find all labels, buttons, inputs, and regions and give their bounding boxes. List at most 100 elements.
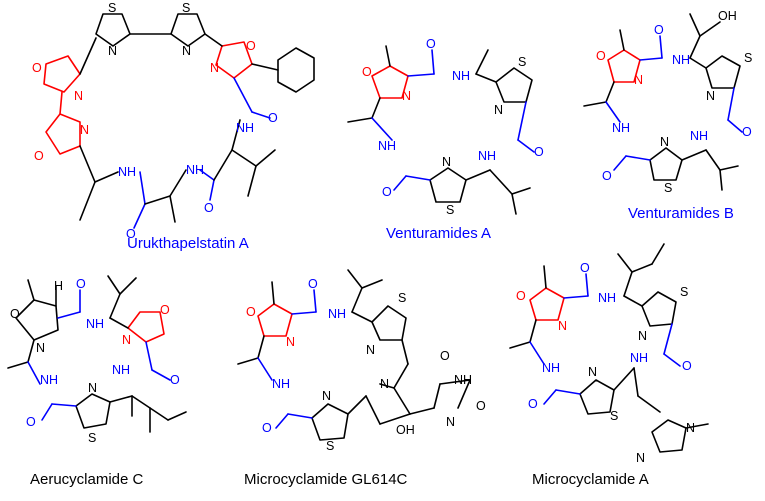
atom-label: OH xyxy=(718,9,737,23)
thiazole-ring xyxy=(429,167,467,203)
atom-label: O xyxy=(268,111,278,125)
atom-label: O xyxy=(516,289,526,303)
oxazoline-ring xyxy=(15,299,59,341)
atom-label: NH xyxy=(690,129,708,143)
caption-microcyclamide-a: Microcyclamide A xyxy=(532,471,649,488)
atom-label: N xyxy=(660,135,669,149)
atom-label: O xyxy=(262,421,272,435)
caption-aerucyclamide-c: Aerucyclamide C xyxy=(30,471,144,488)
atom-label: NH xyxy=(272,377,290,391)
atom-label: N xyxy=(182,44,191,58)
oxazole-ring xyxy=(371,65,409,99)
caption-urukthapelstatin-a: Urukthapelstatin A xyxy=(127,235,249,252)
atom-label: O xyxy=(382,185,392,199)
atom-label: NH xyxy=(454,373,472,387)
molecule-microcyclamide-a: O N O NH S N O NH N S N N O NH Microcycl… xyxy=(509,243,709,488)
atom-label: O xyxy=(742,125,752,139)
atom-label: S xyxy=(664,181,672,195)
atom-label: O xyxy=(34,149,44,163)
caption-venturamides-b: Venturamides B xyxy=(628,205,734,222)
atom-label: N xyxy=(588,365,597,379)
thiazole-ring xyxy=(95,13,131,47)
atom-label: O xyxy=(654,23,664,37)
molecule-urukthapelstatin-a: S N S N O N O N N O NH O NH O NH O Urukt… xyxy=(32,1,315,252)
atom-label: H xyxy=(54,279,63,293)
atom-label: O xyxy=(580,261,590,275)
atom-label: S xyxy=(518,55,526,69)
atom-label: S xyxy=(182,1,190,15)
atom-label: O xyxy=(476,399,486,413)
thiazole-ring xyxy=(371,305,407,341)
atom-label: N xyxy=(366,343,375,357)
molecule-microcyclamide-gl614c: O N O NH S N O N NH O N OH N S O NH Micr… xyxy=(237,269,486,488)
atom-label: S xyxy=(326,439,334,453)
atom-label: NH xyxy=(542,361,560,375)
oxazole-ring xyxy=(215,41,253,79)
atom-label: S xyxy=(744,51,752,65)
atom-label: NH xyxy=(186,163,204,177)
atom-label: NH xyxy=(672,53,690,67)
atom-label: O xyxy=(426,37,436,51)
atom-label: N xyxy=(74,89,83,103)
atom-label: NH xyxy=(478,149,496,163)
atom-label: O xyxy=(308,277,318,291)
thiazole-ring xyxy=(649,147,683,181)
oxazole-ring xyxy=(529,287,565,321)
atom-label: NH xyxy=(112,363,130,377)
atom-label: O xyxy=(170,373,180,387)
atom-label: O xyxy=(204,201,214,215)
atom-label: S xyxy=(446,203,454,217)
atom-label: O xyxy=(32,61,42,75)
atom-label: N xyxy=(402,89,411,103)
atom-label: O xyxy=(160,303,170,317)
atom-label: O xyxy=(246,39,256,53)
atom-label: N xyxy=(286,335,295,349)
molecule-aerucyclamide-c: O H N O NH O N O NH N S O NH Aerucyclami… xyxy=(7,275,187,488)
atom-label: NH xyxy=(598,291,616,305)
atom-label: N xyxy=(558,319,567,333)
atom-label: N xyxy=(322,389,331,403)
thiazole-ring xyxy=(495,67,533,103)
atom-label: NH xyxy=(236,121,254,135)
atom-label: N xyxy=(380,377,389,391)
atom-label: O xyxy=(26,415,36,429)
thiazole-ring xyxy=(75,393,111,429)
atom-label: N xyxy=(210,61,219,75)
atom-label: O xyxy=(596,49,606,63)
atom-label: O xyxy=(602,169,612,183)
atom-label: O xyxy=(246,305,256,319)
atom-label: S xyxy=(88,431,96,445)
atom-label: N xyxy=(442,155,451,169)
atom-label: O xyxy=(76,277,86,291)
thiazole-ring xyxy=(705,55,741,89)
atom-label: O xyxy=(682,359,692,373)
atom-label: O xyxy=(362,65,372,79)
atom-label: O xyxy=(534,145,544,159)
atom-label: NH xyxy=(118,165,136,179)
atom-label: N xyxy=(706,89,715,103)
oxazole-ring xyxy=(607,49,641,83)
atom-label: O xyxy=(126,227,136,241)
atom-label: S xyxy=(108,1,116,15)
atom-label: N xyxy=(88,381,97,395)
atom-label: N xyxy=(108,44,117,58)
molecule-venturamides-a: O N O NH S N O NH N S O NH Venturamides … xyxy=(347,37,544,242)
atom-label: NH xyxy=(378,139,396,153)
atom-label: S xyxy=(398,291,406,305)
atom-label: O xyxy=(10,307,20,321)
atom-label: S xyxy=(680,285,688,299)
atom-label: NH xyxy=(40,373,58,387)
atom-label: O xyxy=(528,397,538,411)
imidazole-ring xyxy=(651,419,687,453)
atom-label: NH xyxy=(328,307,346,321)
atom-label: N xyxy=(636,451,645,465)
atom-label: NH xyxy=(630,351,648,365)
atom-label: NH xyxy=(612,121,630,135)
atom-label: O xyxy=(440,349,450,363)
atom-label: N xyxy=(686,421,695,435)
thiazole-ring xyxy=(641,291,677,327)
oxazole-ring xyxy=(45,113,81,155)
thiazole-ring xyxy=(170,13,206,47)
atom-label: N xyxy=(634,73,643,87)
